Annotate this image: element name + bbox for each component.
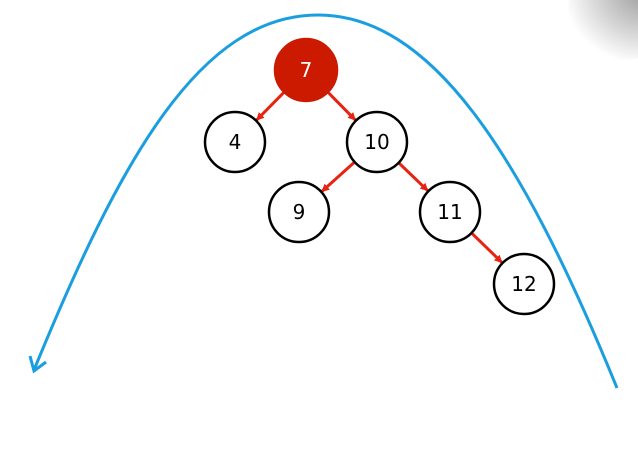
node-label: 7: [300, 58, 313, 82]
tree-node-7: 7: [273, 37, 339, 103]
node-circle: [273, 37, 339, 103]
node-circle: [345, 110, 409, 174]
tree-node-10: 10: [345, 110, 409, 174]
edge-7-4: [255, 90, 287, 121]
traversal-curve: [32, 13, 619, 389]
tree-node-11: 11: [418, 180, 482, 244]
node-circle: [492, 252, 556, 316]
edge-11-12: [470, 231, 503, 264]
node-circle: [203, 110, 267, 174]
node-label: 9: [293, 200, 306, 224]
tree-node-4: 4: [203, 110, 267, 174]
edge-10-11: [397, 161, 429, 192]
edge-10-9: [321, 160, 356, 193]
tree-node-9: 9: [267, 180, 331, 244]
node-label: 11: [437, 200, 462, 224]
node-label: 12: [511, 272, 536, 296]
node-label: 4: [229, 130, 242, 154]
node-label: 10: [364, 130, 389, 154]
node-circle: [267, 180, 331, 244]
tree-node-12: 12: [492, 252, 556, 316]
curve-arrowhead-icon: [28, 355, 47, 374]
node-circle: [418, 180, 482, 244]
edge-7-10: [325, 90, 357, 121]
